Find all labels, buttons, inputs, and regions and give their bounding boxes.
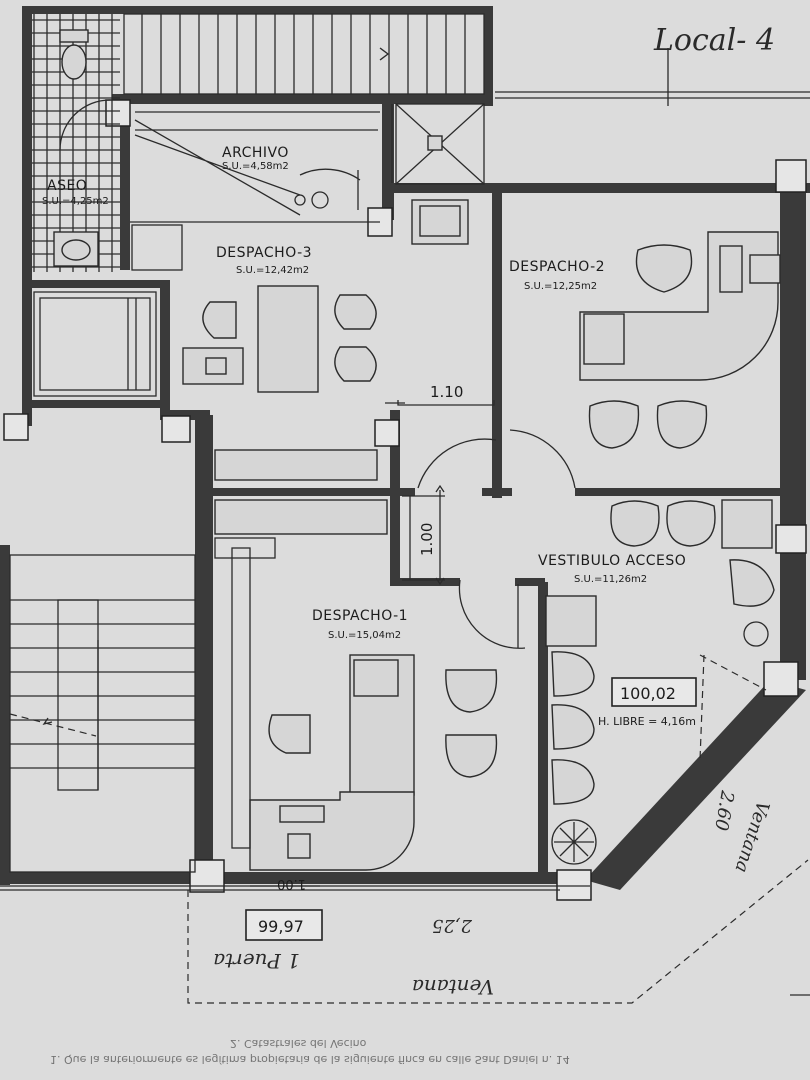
puerta-handwriting: 1 Puerta: [213, 949, 300, 973]
vestibulo-furniture: [545, 499, 775, 865]
dim-marks: [250, 484, 445, 887]
dim-2-60: 2.60: [710, 788, 738, 832]
dim-1-10: 1.10: [430, 383, 463, 401]
top-right-lines: [495, 48, 810, 106]
terrace-outline: [187, 859, 810, 1004]
local-handwriting: Local- 4: [653, 23, 775, 58]
vestibulo-area: S.U.=11,26m2: [574, 574, 647, 585]
aseo-area: S.U.=4,25m2: [42, 196, 109, 207]
svg-text:99,97: 99,97: [258, 917, 304, 936]
archivo-area: S.U.=4,58m2: [222, 161, 289, 172]
top-stairs: [123, 13, 485, 185]
despacho1-furniture: [231, 547, 498, 871]
footer-bleed-text: 2. Catastrales del Vecino 1. Que la ante…: [50, 1037, 570, 1066]
svg-text:2. Catastrales del Vecino: 2. Catastrales del Vecino: [230, 1037, 367, 1050]
despacho3-area: S.U.=12,42m2: [236, 265, 309, 276]
aseo-label: ASEO: [47, 178, 87, 194]
vestibulo-label: VESTIBULO ACCESO: [538, 553, 686, 569]
despacho2-label: DESPACHO-2: [509, 259, 605, 275]
left-stairs: [9, 554, 196, 873]
despacho3-furniture: [182, 199, 495, 406]
archivo-room: [130, 111, 380, 271]
level-box-100-02: 100,02: [611, 677, 697, 707]
despacho2-furniture: [579, 231, 781, 449]
dim-1-00-bottom: 1.00: [277, 876, 306, 891]
walls: [0, 6, 810, 890]
archivo-label: ARCHIVO: [222, 145, 289, 161]
height-label: H. LIBRE = 4,16m: [598, 715, 696, 728]
columns: [3, 99, 807, 901]
ventana-bottom-handwriting: Ventana: [412, 975, 494, 999]
despacho2-area: S.U.=12,25m2: [524, 281, 597, 292]
doors: [214, 429, 576, 649]
despacho3-label: DESPACHO-3: [216, 245, 312, 261]
despacho1-area: S.U.=15,04m2: [328, 630, 401, 641]
dim-2-25: 2,25: [432, 915, 473, 936]
closet: [33, 291, 157, 397]
despacho1-label: DESPACHO-1: [312, 608, 408, 624]
ventana-right-handwriting: Ventana: [730, 798, 773, 875]
dim-1-00: 1.00: [418, 523, 436, 556]
svg-text:100,02: 100,02: [620, 684, 676, 703]
aseo-room: [32, 14, 120, 272]
svg-text:1. Que la anteriormente es leg: 1. Que la anteriormente es legítima prop…: [50, 1053, 570, 1066]
plant-icon: [551, 819, 597, 865]
level-box-99-97: 99,97: [245, 909, 323, 941]
